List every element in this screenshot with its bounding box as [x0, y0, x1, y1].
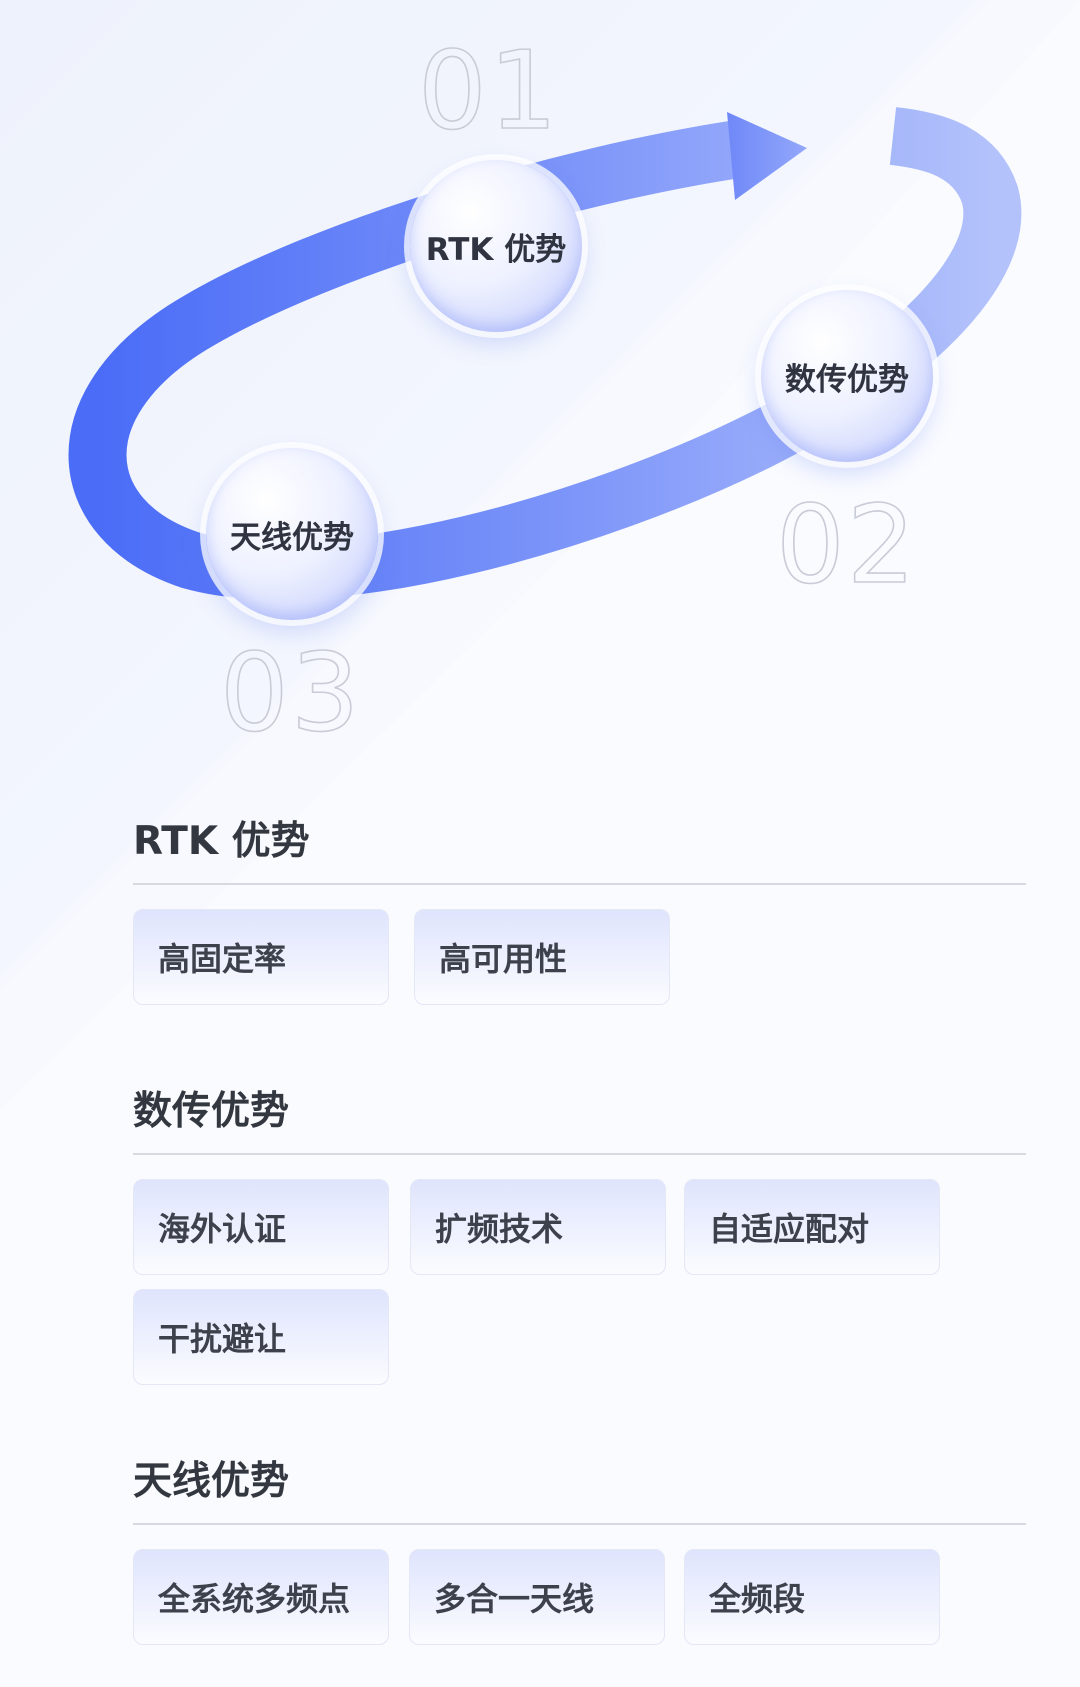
cycle-node-datalink-label: 数传优势 [785, 361, 909, 398]
tag-overseas-certification[interactable]: 海外认证 [133, 1179, 389, 1275]
cycle-number-02: 02 [775, 483, 918, 608]
section-antenna: 天线优势 全系统多频点 多合一天线 全频段 [133, 1459, 1026, 1645]
section-antenna-title: 天线优势 [133, 1459, 290, 1504]
cycle-node-rtk[interactable]: RTK 优势 [410, 160, 582, 332]
tag-adaptive-pairing[interactable]: 自适应配对 [684, 1179, 940, 1275]
tag-full-band[interactable]: 全频段 [684, 1549, 940, 1645]
tag-full-system-multi-frequency[interactable]: 全系统多频点 [133, 1549, 389, 1645]
cycle-arrowhead [727, 112, 807, 200]
cycle-node-antenna-label: 天线优势 [230, 519, 354, 556]
tag-spread-spectrum[interactable]: 扩频技术 [410, 1179, 666, 1275]
cycle-number-01: 01 [417, 29, 560, 154]
section-rtk-divider [133, 883, 1026, 885]
cycle-number-03: 03 [219, 631, 362, 756]
tag-high-availability[interactable]: 高可用性 [414, 909, 670, 1005]
section-rtk: RTK 优势 高固定率 高可用性 [133, 819, 1026, 1005]
section-datalink: 数传优势 海外认证 扩频技术 自适应配对 干扰避让 [133, 1089, 1026, 1385]
tag-interference-avoidance[interactable]: 干扰避让 [133, 1289, 389, 1385]
section-antenna-divider [133, 1523, 1026, 1525]
cycle-node-antenna[interactable]: 天线优势 [206, 448, 378, 620]
cycle-node-datalink[interactable]: 数传优势 [761, 290, 933, 462]
tag-all-in-one-antenna[interactable]: 多合一天线 [409, 1549, 665, 1645]
cycle-node-rtk-label: RTK 优势 [425, 231, 567, 268]
section-rtk-title: RTK 优势 [133, 819, 310, 864]
section-datalink-title: 数传优势 [133, 1089, 290, 1134]
section-datalink-divider [133, 1153, 1026, 1155]
tag-high-fix-rate[interactable]: 高固定率 [133, 909, 389, 1005]
